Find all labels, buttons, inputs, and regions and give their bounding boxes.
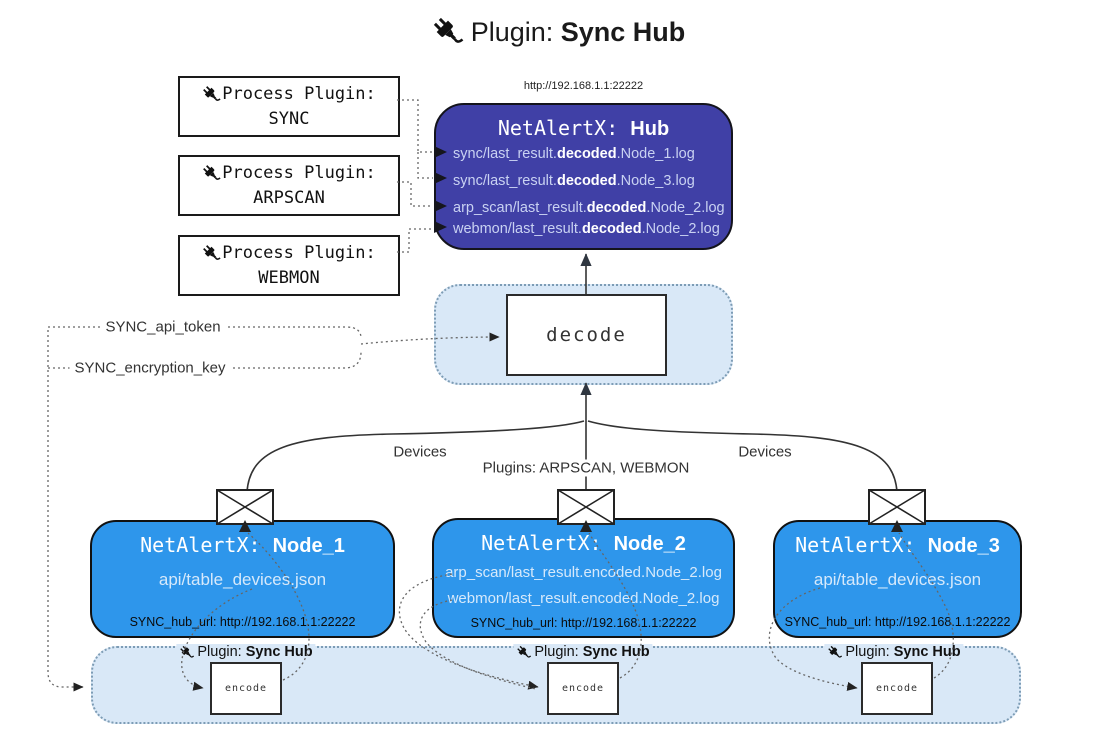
plug-icon — [433, 17, 464, 43]
encode-box: encode — [861, 662, 933, 715]
netalertx-node3-box: NetAlertX: Node_3 api/table_devices.json… — [773, 520, 1022, 638]
envelope-icon — [216, 489, 274, 525]
node-file: api/table_devices.json — [158, 570, 327, 589]
hub-url-label: http://192.168.1.1:22222 — [523, 80, 644, 92]
webmon-plugin-link — [397, 228, 433, 253]
plugins-mid-label: Plugins: ARPSCAN, WEBMON — [477, 459, 695, 477]
process-plugin-label: Process Plugin: — [222, 242, 376, 263]
node-title: NetAlertX: Node_1 — [140, 533, 345, 557]
encode-box: encode — [547, 662, 619, 715]
process-plugin-name: SYNC — [268, 108, 310, 129]
plug-icon — [203, 164, 221, 180]
node-hub-url: SYNC_hub_url: http://192.168.1.1:22222 — [470, 616, 697, 630]
sync-api-token-label: SYNC_api_token — [100, 318, 226, 336]
hub-log-line: arp_scan/last_result.decoded.Node_2.log — [453, 200, 725, 216]
envelope-icon — [868, 489, 926, 525]
process-plugin-webmon: Process Plugin: WEBMON — [178, 235, 400, 296]
process-plugin-label: Process Plugin: — [222, 162, 376, 183]
process-plugin-name: WEBMON — [258, 267, 320, 288]
band-plugin-label: Plugin: Sync Hub — [513, 644, 653, 660]
devices-right-label: Devices — [733, 443, 797, 461]
plug-icon — [828, 645, 843, 658]
plug-icon — [517, 645, 532, 658]
key-to-band-link — [47, 330, 84, 692]
process-plugin-label: Process Plugin: — [222, 83, 376, 104]
process-plugin-arpscan: Process Plugin: ARPSCAN — [178, 155, 400, 216]
netalertx-hub-box: NetAlertX: Hub sync/last_result.decoded.… — [434, 103, 733, 250]
title-text: Plugin: Sync Hub — [470, 16, 686, 47]
plug-icon — [203, 244, 221, 260]
hub-log-line: sync/last_result.decoded.Node_1.log — [453, 146, 695, 162]
sync-plugin-link2 — [417, 152, 433, 179]
plug-icon — [203, 85, 221, 101]
decode-box: decode — [506, 294, 667, 376]
node-file: arp_scan/last_result.encoded.Node_2.log — [445, 564, 722, 581]
encode-box: encode — [210, 662, 282, 715]
devices-left-label: Devices — [388, 443, 452, 461]
node-hub-url: SYNC_hub_url: http://192.168.1.1:22222 — [129, 615, 356, 629]
netalertx-node2-box: NetAlertX: Node_2 arp_scan/last_result.e… — [432, 518, 735, 638]
page-title: Plugin: Sync Hub — [0, 16, 1117, 48]
node-file: webmon/last_result.encoded.Node_2.log — [447, 590, 720, 607]
node-hub-url: SYNC_hub_url: http://192.168.1.1:22222 — [784, 615, 1011, 629]
band-plugin-label: Plugin: Sync Hub — [176, 644, 316, 660]
hub-log-line: sync/last_result.decoded.Node_3.log — [453, 173, 695, 189]
node-title: NetAlertX: Node_3 — [795, 533, 1000, 557]
arpscan-plugin-link — [397, 181, 433, 207]
sync-encryption-key-label: SYNC_encryption_key — [69, 359, 231, 377]
process-plugin-sync: Process Plugin: SYNC — [178, 76, 400, 137]
hub-log-line: webmon/last_result.decoded.Node_2.log — [453, 221, 720, 237]
sync-plugin-link — [397, 99, 433, 153]
hub-title: NetAlertX: Hub — [497, 116, 670, 140]
process-plugin-name: ARPSCAN — [253, 187, 325, 208]
netalertx-node1-box: NetAlertX: Node_1 api/table_devices.json… — [90, 520, 395, 638]
band-plugin-label: Plugin: Sync Hub — [824, 644, 964, 660]
plug-icon — [180, 645, 195, 658]
node-file: api/table_devices.json — [813, 570, 982, 589]
node-title: NetAlertX: Node_2 — [481, 531, 686, 555]
